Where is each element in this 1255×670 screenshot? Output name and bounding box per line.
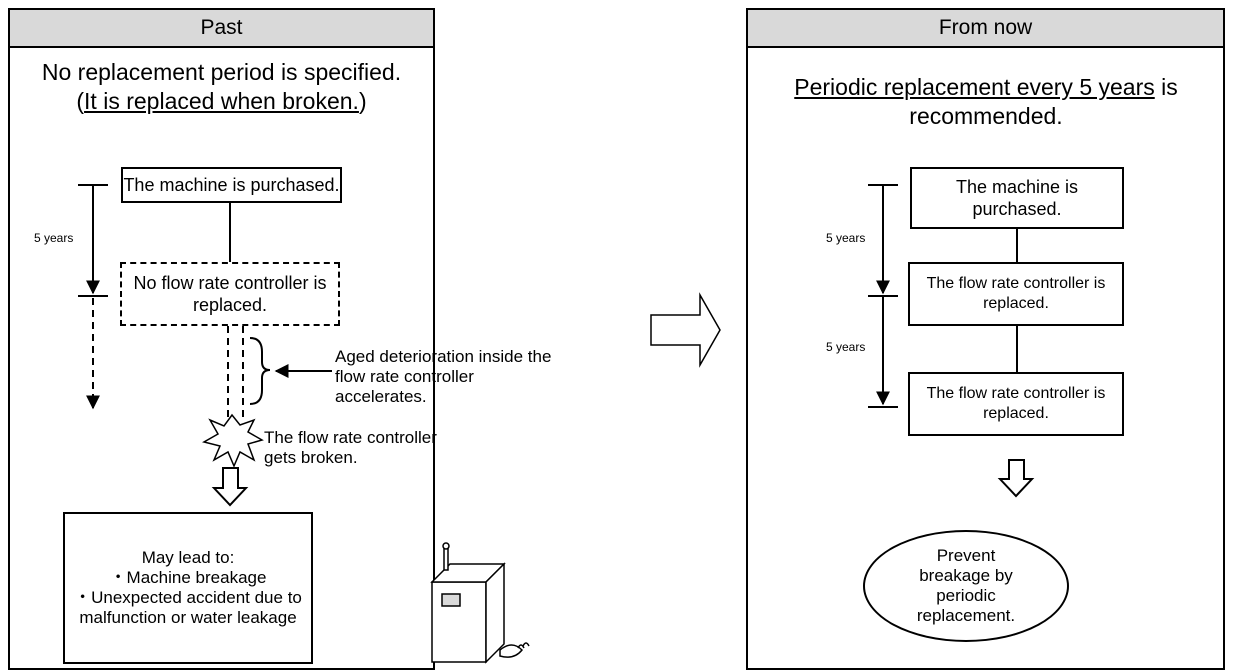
future-block-arrow	[997, 459, 1035, 498]
future-heading-rest: is recommended.	[909, 74, 1178, 129]
future-heading-underlined: Periodic replacement every 5 years	[794, 74, 1155, 100]
past-result-box: May lead to: ・Machine breakage ・Unexpect…	[63, 512, 313, 664]
future-box-replaced-2: The flow rate controller is replaced.	[908, 372, 1124, 436]
future-result-ellipse: Prevent breakage by periodic replacement…	[863, 530, 1069, 642]
past-broken-note: The flow rate controller gets broken.	[264, 428, 437, 467]
past-brace	[249, 337, 271, 405]
future-box-replaced-1: The flow rate controller is replaced.	[908, 262, 1124, 326]
past-heading: No replacement period is specified. (It …	[8, 58, 435, 116]
future-heading: Periodic replacement every 5 years is re…	[756, 73, 1216, 131]
past-heading-line2: (It is replaced when broken.)	[76, 88, 367, 114]
future-interval-label-2: 5 years	[826, 340, 866, 354]
past-result-item: ・Machine breakage	[109, 568, 267, 587]
past-result-title: May lead to:	[141, 548, 235, 567]
past-block-arrow	[211, 467, 249, 507]
past-panel-title: Past	[10, 10, 433, 48]
future-interval-label-1: 5 years	[826, 231, 866, 245]
explosion-icon	[202, 413, 264, 468]
past-box-not-replaced: No flow rate controller is replaced.	[120, 262, 340, 326]
past-deterioration-note: Aged deterioration inside the flow rate …	[335, 347, 552, 406]
transition-arrow	[650, 292, 721, 368]
past-heading-line1: No replacement period is specified.	[41, 59, 402, 85]
past-result-item: ・Unexpected accident due to malfunction …	[74, 588, 302, 627]
past-heading-underlined: It is replaced when broken.	[84, 88, 359, 114]
past-interval-label: 5 years	[34, 231, 74, 245]
leaking-machine-icon	[430, 542, 530, 664]
future-box-purchased: The machine is purchased.	[910, 167, 1124, 229]
past-box-purchased: The machine is purchased.	[121, 167, 342, 203]
future-panel-title: From now	[748, 10, 1223, 48]
